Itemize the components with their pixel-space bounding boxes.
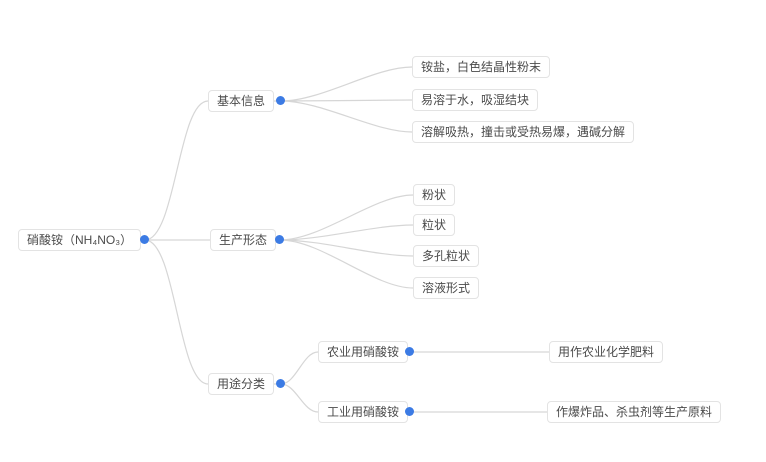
mindmap-node-industrial[interactable]: 工业用硝酸铵 xyxy=(318,401,409,423)
mindmap-node-production-leaf-2[interactable]: 粒状 xyxy=(413,214,456,236)
expand-dot-production-form[interactable] xyxy=(275,235,284,244)
mindmap-node-production-leaf-4[interactable]: 溶液形式 xyxy=(413,277,480,299)
mindmap-node-basic-info-leaf-2[interactable]: 易溶于水，吸湿结块 xyxy=(412,89,539,111)
mindmap-node-usage-category[interactable]: 用途分类 xyxy=(208,373,275,395)
expand-dot-agricultural[interactable] xyxy=(405,347,414,356)
mindmap-node-production-leaf-1[interactable]: 粉状 xyxy=(413,184,456,206)
expand-dot-root[interactable] xyxy=(140,235,149,244)
mindmap-node-production-leaf-3[interactable]: 多孔粒状 xyxy=(413,245,480,267)
mindmap-node-industrial-use[interactable]: 作爆炸品、杀虫剂等生产原料 xyxy=(547,401,722,423)
mindmap-node-agricultural[interactable]: 农业用硝酸铵 xyxy=(318,341,409,363)
mindmap-node-basic-info[interactable]: 基本信息 xyxy=(208,90,275,112)
mindmap-node-production-form[interactable]: 生产形态 xyxy=(210,229,277,251)
mindmap-node-root[interactable]: 硝酸铵（NH₄NO₃） xyxy=(18,229,142,251)
mindmap-node-basic-info-leaf-1[interactable]: 铵盐，白色结晶性粉末 xyxy=(412,56,551,78)
mindmap-node-agricultural-use[interactable]: 用作农业化学肥料 xyxy=(549,341,664,363)
expand-dot-industrial[interactable] xyxy=(405,407,414,416)
expand-dot-usage-category[interactable] xyxy=(276,379,285,388)
expand-dot-basic-info[interactable] xyxy=(276,96,285,105)
mindmap-node-basic-info-leaf-3[interactable]: 溶解吸热，撞击或受热易爆，遇碱分解 xyxy=(412,121,635,143)
